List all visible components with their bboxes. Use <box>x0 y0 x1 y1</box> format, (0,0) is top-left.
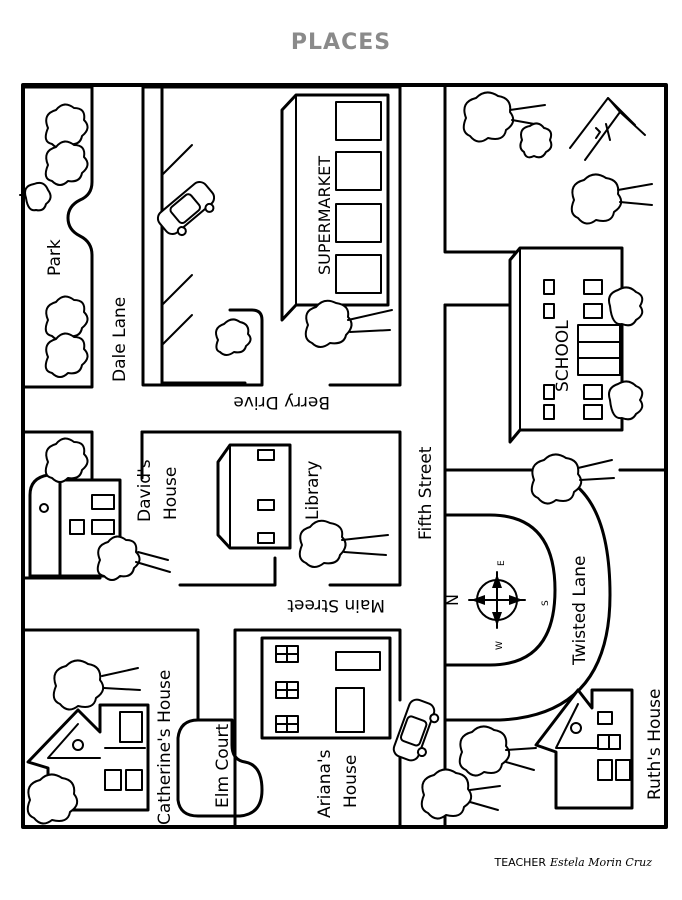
park-label: Park <box>45 239 65 276</box>
dale-lane-label: Dale Lane <box>110 297 130 382</box>
supermarket-block <box>141 83 402 387</box>
tree-icon <box>570 173 653 225</box>
page-title: PLACES <box>290 30 392 55</box>
tree-icon <box>44 295 89 341</box>
tree-icon <box>530 453 615 505</box>
supermarket-label: SUPERMARKET <box>315 156 334 275</box>
tree-icon <box>298 519 389 568</box>
tree-icon <box>519 122 553 159</box>
compass-e: E <box>497 560 507 566</box>
tree-icon <box>420 768 501 820</box>
twisted-lane-label: Twisted Lane <box>570 556 590 667</box>
elm-court-label: Elm Court <box>213 724 233 808</box>
berry-drive-label: Berry Drive <box>233 392 330 412</box>
library-building <box>216 443 292 550</box>
davids-house-label-1: David's <box>135 459 155 522</box>
catherines-block <box>21 628 200 722</box>
tree-icon <box>458 725 537 777</box>
arianas-block <box>233 628 402 827</box>
tree-icon <box>44 140 89 186</box>
map-border <box>21 83 668 829</box>
davids-house-label-2: House <box>161 467 181 520</box>
school-label: SCHOOL <box>553 320 573 392</box>
school-building <box>508 246 624 444</box>
elm-court <box>176 718 264 818</box>
arianas-house-label-2: House <box>341 755 361 808</box>
main-street-label: Main Street <box>287 595 385 615</box>
library-block <box>140 430 402 587</box>
tree-icon <box>608 286 644 327</box>
tree-icon <box>44 103 89 149</box>
tree-icon <box>44 332 89 378</box>
ruths-house-building <box>534 688 634 810</box>
compass-icon <box>468 571 526 629</box>
compass-s: S <box>541 600 551 606</box>
tree-icon <box>26 773 79 825</box>
car-icon <box>392 698 440 762</box>
compass-w: W <box>495 641 505 650</box>
compass-n: N <box>443 594 462 606</box>
tree-icon <box>304 299 393 348</box>
library-label: Library <box>303 461 323 520</box>
davids-block <box>21 430 102 580</box>
footer-prefix: TEACHER <box>494 856 547 869</box>
park-trees <box>24 103 89 378</box>
tree-icon <box>608 380 644 421</box>
ruths-house-label: Ruth's House <box>645 689 665 800</box>
tree-icon <box>24 181 52 212</box>
tree-icon <box>44 437 89 483</box>
fifth-street-label: Fifth Street <box>416 446 436 540</box>
arianas-house-building <box>260 636 392 740</box>
swing-set-icon <box>569 97 646 161</box>
catherines-house-label: Catherine's House <box>155 670 175 825</box>
arianas-house-label-1: Ariana's <box>315 749 335 818</box>
tree-icon <box>215 318 252 356</box>
tree-icon <box>96 535 171 581</box>
supermarket-building <box>280 93 390 322</box>
footer-signature: Estela Morin Cruz <box>550 856 652 869</box>
car-icon <box>156 181 216 237</box>
tree-icon <box>52 659 141 711</box>
